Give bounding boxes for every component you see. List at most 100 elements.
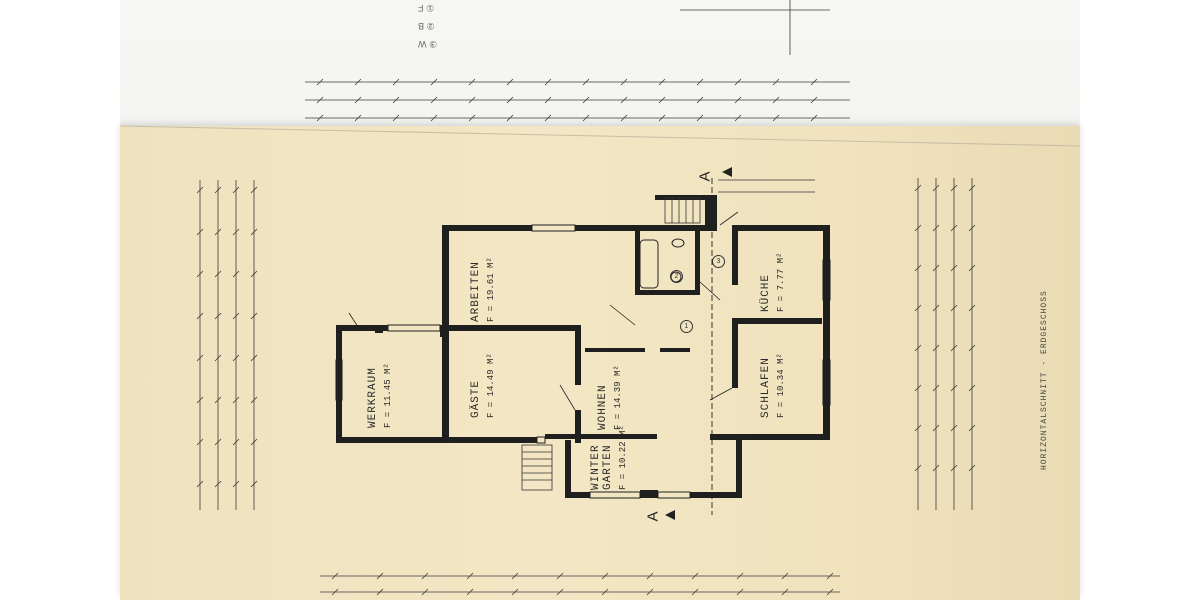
dimension-tick: [544, 78, 552, 86]
dimension-tick: [214, 480, 222, 488]
section-marker-top: A: [696, 171, 714, 182]
dimension-tick: [736, 572, 744, 580]
dimension-tick: [556, 572, 564, 580]
dimension-tick: [601, 588, 609, 596]
dimension-tick: [734, 78, 742, 86]
building-walls: [336, 195, 830, 498]
room-area-schlafen: F = 10.34 M²: [776, 353, 786, 418]
dimension-tick: [511, 572, 519, 580]
top-dimension-chain: [305, 0, 850, 119]
dimension-tick: [506, 96, 514, 104]
dimension-tick: [468, 114, 476, 122]
fold-line: [119, 125, 1081, 147]
left-dimension-ticks: [196, 186, 258, 488]
right-dimension-ticks: [914, 184, 976, 472]
dimension-tick: [932, 304, 940, 312]
dimension-tick: [646, 588, 654, 596]
dimension-tick: [544, 114, 552, 122]
marker-3: 3: [712, 255, 725, 268]
marker-1: 1: [680, 320, 693, 333]
section-arrows: [665, 167, 732, 520]
dimension-tick: [466, 588, 474, 596]
room-label-wintergarten: WINTER GARTEN: [590, 444, 614, 490]
dimension-tick: [781, 572, 789, 580]
dimension-tick: [430, 78, 438, 86]
dimension-tick: [932, 264, 940, 272]
dimension-tick: [421, 572, 429, 580]
dimension-tick: [430, 96, 438, 104]
room-area-wintergarten: F = 10.22 M²: [618, 425, 628, 490]
room-label-kueche: KÜCHE: [760, 273, 772, 312]
room-area-kueche: F = 7.77 M²: [776, 252, 786, 312]
room-label-werkraum: WERKRAUM: [367, 367, 379, 428]
room-label-schlafen: SCHLAFEN: [760, 357, 772, 418]
dimension-tick: [582, 96, 590, 104]
dimension-tick: [810, 78, 818, 86]
dimension-tick: [316, 78, 324, 86]
dimension-tick: [214, 396, 222, 404]
dimension-tick: [950, 184, 958, 192]
dimension-tick: [772, 114, 780, 122]
dimension-tick: [250, 480, 258, 488]
dimension-tick: [354, 114, 362, 122]
dimension-tick: [250, 186, 258, 194]
dimension-tick: [781, 588, 789, 596]
dimension-tick: [914, 264, 922, 272]
dimension-tick: [950, 304, 958, 312]
dimension-tick: [376, 572, 384, 580]
dimension-tick: [250, 270, 258, 278]
dimension-tick: [914, 344, 922, 352]
dimension-tick: [968, 224, 976, 232]
dimension-tick: [968, 384, 976, 392]
legend-item-2: ② B: [418, 21, 435, 31]
dimension-tick: [392, 114, 400, 122]
dimension-tick: [430, 114, 438, 122]
section-marker-bottom: A: [644, 511, 662, 522]
dimension-tick: [232, 312, 240, 320]
marker-2: 2: [670, 270, 683, 283]
dimension-tick: [932, 424, 940, 432]
dimension-tick: [620, 96, 628, 104]
dimension-tick: [250, 438, 258, 446]
top-dimension-ticks: [316, 78, 818, 122]
dimension-tick: [914, 224, 922, 232]
dimension-tick: [968, 304, 976, 312]
room-area-werkraum: F = 11.45 M²: [383, 363, 393, 428]
dimension-tick: [826, 588, 834, 596]
dimension-tick: [914, 184, 922, 192]
dimension-tick: [932, 224, 940, 232]
legend-item-1: ① F: [418, 3, 435, 13]
dimension-tick: [932, 344, 940, 352]
bottom-dimension-chain: [320, 575, 840, 593]
dimension-tick: [250, 228, 258, 236]
dimension-tick: [932, 384, 940, 392]
dimension-tick: [214, 354, 222, 362]
dimension-tick: [914, 304, 922, 312]
dimension-tick: [968, 264, 976, 272]
left-margin: [0, 0, 120, 600]
dimension-tick: [331, 572, 339, 580]
dimension-tick: [511, 588, 519, 596]
dimension-tick: [968, 464, 976, 472]
dimension-tick: [250, 312, 258, 320]
dimension-tick: [914, 424, 922, 432]
dimension-tick: [392, 78, 400, 86]
dimension-tick: [196, 438, 204, 446]
dimension-tick: [196, 312, 204, 320]
dimension-tick: [232, 396, 240, 404]
dimension-tick: [214, 438, 222, 446]
dimension-tick: [250, 396, 258, 404]
dimension-tick: [232, 354, 240, 362]
dimension-tick: [826, 572, 834, 580]
dimension-tick: [696, 78, 704, 86]
room-label-arbeiten: ARBEITEN: [470, 261, 482, 322]
dimension-tick: [466, 572, 474, 580]
dimension-tick: [214, 312, 222, 320]
dimension-tick: [376, 588, 384, 596]
dimension-tick: [734, 114, 742, 122]
dimension-tick: [696, 96, 704, 104]
dimension-tick: [582, 114, 590, 122]
dimension-tick: [932, 184, 940, 192]
dimension-tick: [658, 96, 666, 104]
